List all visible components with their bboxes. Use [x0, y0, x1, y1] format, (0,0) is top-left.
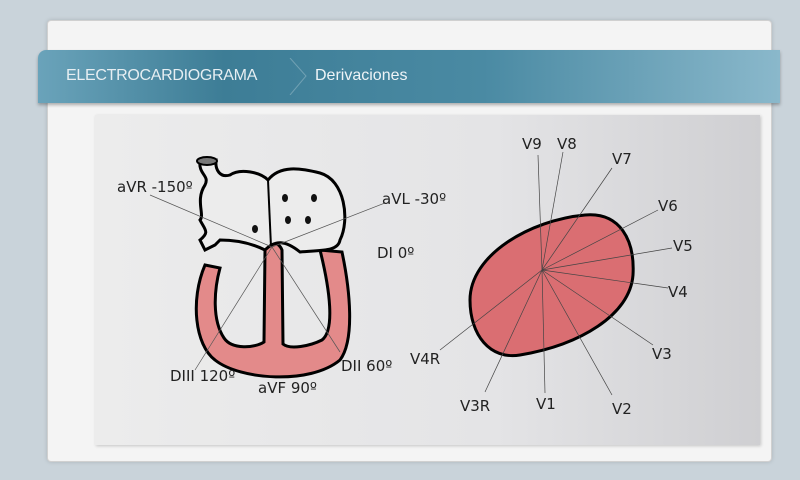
heart-muscle [194, 241, 352, 379]
lead-v3r: V3R [460, 397, 491, 415]
lead-avr: aVR -150º [117, 178, 193, 196]
lead-v5: V5 [673, 237, 693, 255]
diagram-panel [95, 115, 760, 445]
header-ribbon: ELECTROCARDIOGRAMA Derivaciones [38, 50, 780, 103]
heart-diagram [149, 151, 673, 396]
lead-v6: V6 [658, 197, 678, 215]
lead-v1: V1 [536, 395, 556, 413]
lead-v9: V9 [522, 135, 542, 153]
lead-v4: V4 [668, 283, 688, 301]
lead-v4r: V4R [410, 350, 441, 368]
chevron-right-icon [289, 58, 307, 95]
lead-di: DI 0º [377, 244, 415, 262]
lead-v2: V2 [612, 400, 632, 418]
lead-v3: V3 [652, 345, 672, 363]
page-title: Derivaciones [315, 67, 408, 84]
breadcrumb-section[interactable]: ELECTROCARDIOGRAMA [66, 67, 258, 84]
lead-avf: aVF 90º [258, 379, 318, 397]
lead-dii: DII 60º [341, 357, 393, 375]
heart-atria [198, 158, 347, 254]
lead-v7: V7 [612, 150, 632, 168]
ventricle-section [468, 213, 635, 358]
lead-v8: V8 [557, 135, 577, 153]
lead-avl: aVL -30º [382, 190, 447, 208]
lead-diii: DIII 120º [170, 367, 236, 385]
